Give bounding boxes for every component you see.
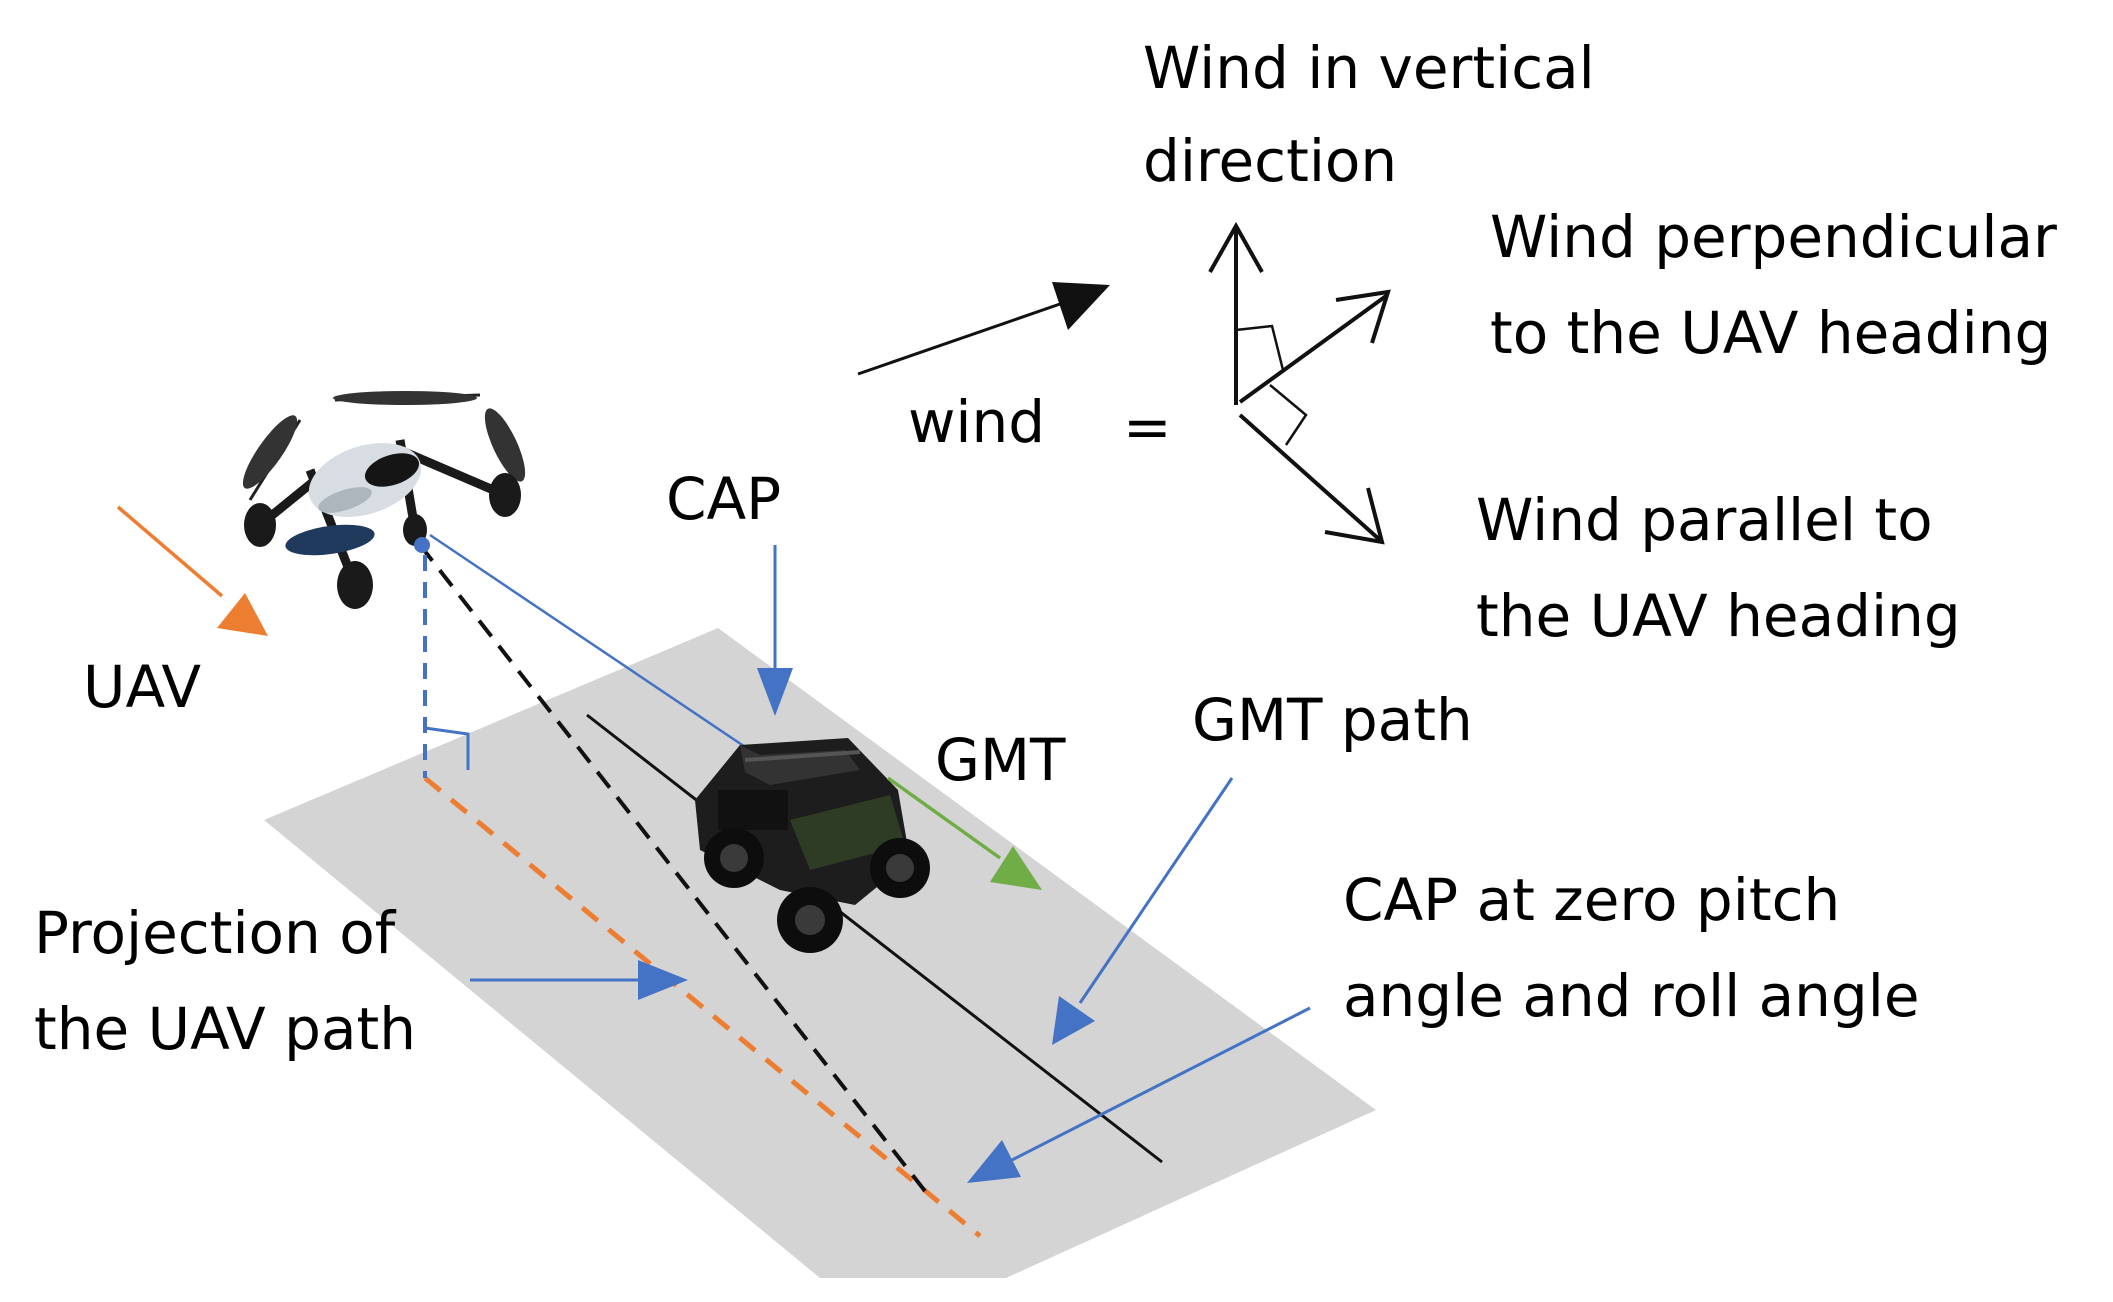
label-cap-zero-line2: angle and roll angle — [1343, 962, 1920, 1030]
cap-zero-callout-arrowhead — [967, 1140, 1021, 1183]
label-projection-line2: the UAV path — [34, 995, 416, 1063]
uav-heading-arrow-shaft — [116, 505, 224, 598]
label-wind: wind — [908, 388, 1045, 456]
uav-to-gmt-line — [429, 533, 773, 767]
label-cap: CAP — [666, 465, 781, 533]
gmt-heading-arrowhead — [990, 846, 1042, 890]
wind-decomposition-vectors — [1208, 221, 1391, 545]
label-wind-perpendicular-line2: to the UAV heading — [1490, 299, 2051, 367]
right-angle-marker-ground — [424, 726, 470, 770]
gmt-path-callout-arrow-shaft — [1078, 777, 1234, 1004]
gmt-heading-arrow-shaft — [886, 776, 1002, 860]
uav-drone-icon — [242, 391, 526, 609]
label-projection-line1: Projection of — [34, 899, 397, 967]
gmt-path-line — [586, 713, 1163, 1164]
gmt-vehicle-icon — [695, 738, 930, 953]
label-cap-zero-line1: CAP at zero pitch — [1343, 866, 1840, 934]
gmt-path-callout-arrowhead — [1052, 996, 1095, 1045]
label-wind-vertical-line1: Wind in vertical — [1143, 34, 1595, 102]
cap-zero-callout-arrow-shaft — [1011, 1006, 1311, 1162]
uav-line-of-sight — [418, 543, 934, 1202]
right-angle-marker-parallel — [1269, 384, 1308, 446]
label-wind-parallel-line2: the UAV heading — [1476, 582, 1961, 650]
label-uav: UAV — [83, 653, 201, 721]
uav-heading-arrowhead — [217, 593, 268, 636]
cap-callout-arrowhead — [757, 668, 793, 716]
label-wind-perpendicular-line1: Wind perpendicular — [1490, 203, 2057, 271]
right-angle-marker-vertical — [1235, 324, 1285, 371]
uav-path-projection-line — [423, 776, 982, 1238]
label-equals: = — [1123, 393, 1172, 461]
projection-callout-arrowhead — [638, 960, 688, 1000]
label-wind-vertical-line2: direction — [1143, 127, 1397, 195]
wind-arrow-shaft — [857, 302, 1061, 376]
wind-arrowhead — [1052, 282, 1110, 330]
label-gmt-path: GMT path — [1192, 686, 1473, 754]
label-wind-parallel-line1: Wind parallel to — [1476, 486, 1933, 554]
label-gmt: GMT — [935, 726, 1066, 794]
